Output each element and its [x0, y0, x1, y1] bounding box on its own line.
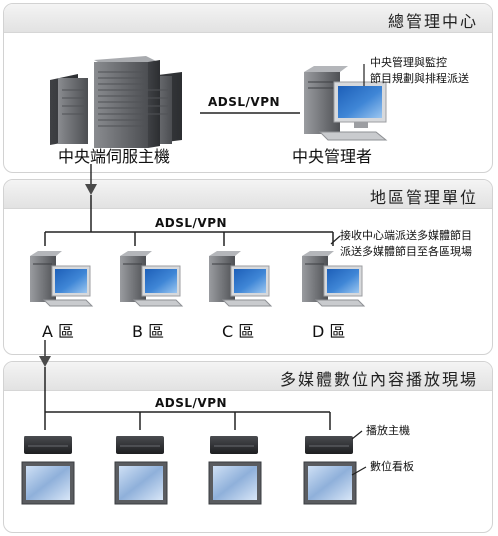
area-pc-icon	[209, 251, 273, 307]
area-label-b: B 區	[132, 318, 164, 342]
area-letter: B	[132, 322, 143, 341]
manager-pc-icon	[304, 66, 388, 141]
area-letter: D	[312, 322, 325, 341]
panel-header: 總管理中心	[4, 4, 492, 33]
section-title-regional: 地區管理單位	[369, 188, 478, 207]
panel-header: 多媒體數位內容播放現場	[4, 362, 492, 391]
area-letter: A	[42, 322, 53, 341]
player-box-icon	[305, 436, 353, 454]
area-pc-icon	[302, 251, 366, 307]
central-note: 中央管理與監控 節目規劃與排程派送	[370, 55, 469, 87]
callout-line	[351, 430, 363, 440]
area-suffix: 區	[58, 322, 75, 341]
section-title-playback: 多媒體數位內容播放現場	[279, 370, 478, 389]
server-icon	[50, 56, 182, 148]
callout-line	[330, 235, 341, 245]
signage-icon	[114, 461, 168, 505]
area-pc-icon	[120, 251, 184, 307]
note-line: 節目規劃與排程派送	[370, 72, 469, 85]
player-box-icon	[24, 436, 72, 454]
signage-label: 數位看板	[370, 460, 414, 473]
area-label-a: A 區	[42, 318, 74, 342]
area-letter: C	[222, 322, 234, 341]
link-label: ADSL/VPN	[155, 216, 228, 230]
arrow-icon	[39, 340, 51, 367]
area-pc-icon	[30, 251, 94, 307]
section-title-central: 總管理中心	[387, 12, 478, 31]
player-box-icon	[116, 436, 164, 454]
middle-bus	[44, 231, 334, 246]
area-suffix: 區	[148, 322, 165, 341]
note-line: 派送多媒體節目至各區現場	[340, 245, 472, 258]
bottom-bus	[44, 411, 331, 430]
regional-note: 接收中心端派送多媒體節目 派送多媒體節目至各區現場	[340, 228, 472, 260]
signage-icon	[208, 461, 262, 505]
area-suffix: 區	[238, 322, 255, 341]
signage-icon	[303, 461, 357, 505]
area-suffix: 區	[329, 322, 346, 341]
area-label-d: D 區	[312, 318, 345, 342]
signage-icon	[21, 461, 75, 505]
link-label: ADSL/VPN	[155, 396, 228, 410]
panel-header: 地區管理單位	[4, 180, 492, 209]
callout-line	[351, 466, 367, 476]
server-label: 中央端伺服主機	[58, 147, 171, 166]
link-label: ADSL/VPN	[208, 95, 281, 109]
manager-label: 中央管理者	[292, 147, 373, 166]
player-label: 播放主機	[366, 424, 410, 437]
note-line: 接收中心端派送多媒體節目	[340, 229, 472, 242]
player-box-icon	[210, 436, 258, 454]
arrow-icon	[85, 164, 97, 195]
area-label-c: C 區	[222, 318, 254, 342]
note-line: 中央管理與監控	[370, 56, 447, 69]
